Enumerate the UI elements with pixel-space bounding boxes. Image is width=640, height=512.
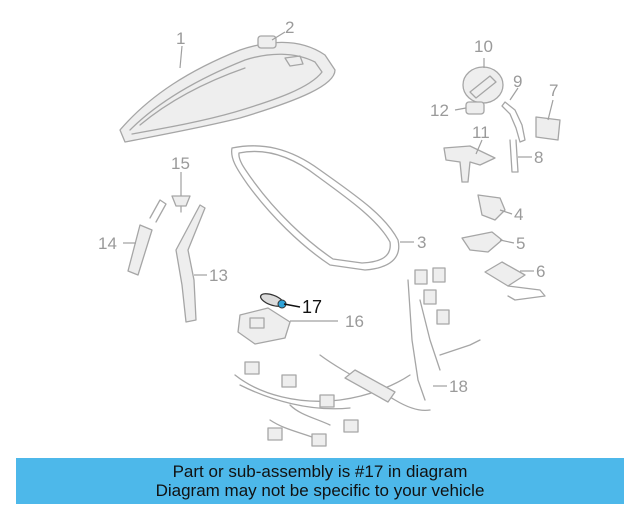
callout-3: 3 — [417, 233, 426, 252]
parts-diagram: 1 2 3 4 5 6 7 8 9 10 11 12 13 14 15 16 1… — [98, 18, 561, 447]
callout-4: 4 — [514, 205, 523, 224]
callout-10: 10 — [474, 37, 493, 56]
part-15-clip — [171, 195, 191, 213]
part-6-handle — [484, 261, 546, 301]
info-banner: Part or sub-assembly is #17 in diagram D… — [16, 458, 624, 504]
callout-2: 2 — [285, 18, 294, 37]
callout-14: 14 — [98, 234, 117, 253]
callout-8: 8 — [534, 148, 543, 167]
callout-6: 6 — [536, 262, 545, 281]
part-9-rod — [501, 101, 526, 143]
part-1-lid — [119, 41, 336, 143]
part-4-latch — [477, 194, 506, 221]
callout-13: 13 — [209, 266, 228, 285]
part-14-strut — [127, 199, 167, 276]
banner-line-2: Diagram may not be specific to your vehi… — [155, 481, 485, 500]
callout-11: 11 — [472, 123, 490, 142]
part-11-bracket — [443, 145, 496, 183]
callout-7: 7 — [549, 81, 558, 100]
part-2-cap — [257, 35, 304, 67]
part-13-hinge — [175, 204, 206, 323]
callout-1: 1 — [176, 29, 185, 48]
callout-12: 12 — [430, 101, 449, 120]
callout-9: 9 — [513, 72, 522, 91]
part-18-harness — [234, 267, 481, 447]
leader-lines — [123, 31, 554, 387]
part-16-housing — [237, 307, 291, 345]
banner-line-1: Part or sub-assembly is #17 in diagram — [172, 462, 468, 481]
callout-15: 15 — [171, 154, 190, 173]
part-8-rod — [509, 139, 519, 173]
callout-17: 17 — [302, 297, 322, 317]
part-7-bracket — [535, 116, 561, 141]
callout-16: 16 — [345, 312, 364, 331]
part-5-striker — [461, 231, 503, 253]
part-10-lock — [462, 66, 504, 104]
callout-5: 5 — [516, 234, 525, 253]
part-12-bolt — [465, 101, 485, 115]
part-17-bulb — [259, 293, 287, 309]
part-3-seal — [230, 145, 400, 271]
callout-labels: 1 2 3 4 5 6 7 8 9 10 11 12 13 14 15 16 1… — [98, 18, 558, 396]
callout-18: 18 — [449, 377, 468, 396]
